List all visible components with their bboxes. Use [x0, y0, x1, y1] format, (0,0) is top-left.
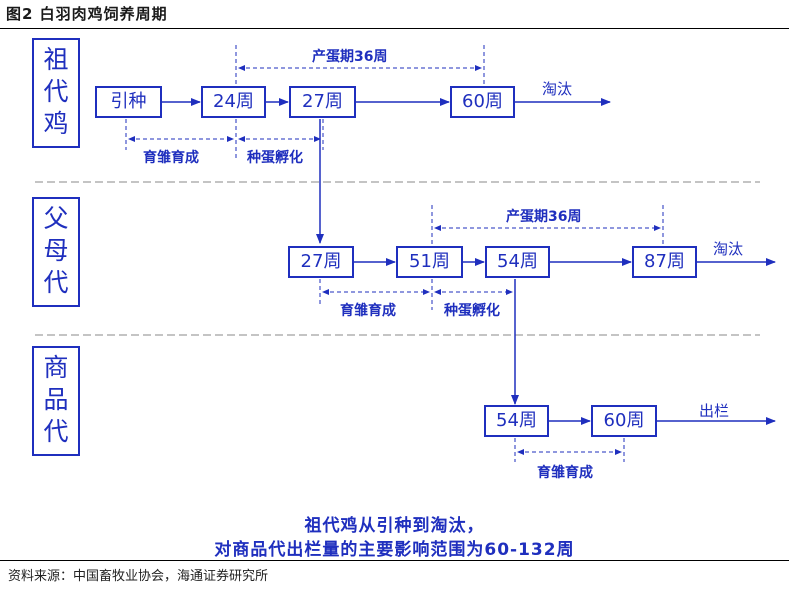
figure-title: 图2 白羽肉鸡饲养周期 — [6, 5, 168, 23]
generation-label-parent: 父 母 代 — [32, 197, 80, 307]
p-node-51w: 51周 — [396, 246, 463, 278]
conclusion-line-2: 对商品代出栏量的主要影响范围为60-132周 — [214, 540, 575, 560]
c-node-54w: 54周 — [484, 405, 549, 437]
gp-rearing-label: 育雏育成 — [143, 150, 199, 166]
p-rearing-label: 育雏育成 — [340, 303, 396, 319]
generation-label-commercial: 商 品 代 — [32, 346, 80, 456]
p-node-54w: 54周 — [485, 246, 550, 278]
gp-node-24w: 24周 — [201, 86, 266, 118]
source-note: 资料来源：中国畜牧业协会，海通证券研究所 — [8, 569, 269, 584]
p-laying-label: 产蛋期36周 — [506, 209, 582, 225]
p-node-87w: 87周 — [632, 246, 697, 278]
conclusion-line-1: 祖代鸡从引种到淘汰， — [304, 516, 485, 536]
c-tail-label: 出栏 — [699, 402, 730, 420]
gp-laying-label: 产蛋期36周 — [312, 49, 388, 65]
gp-node-27w: 27周 — [289, 86, 356, 118]
top-rule — [0, 28, 789, 29]
p-tail-label: 淘汰 — [713, 240, 744, 258]
c-rearing-label: 育雏育成 — [537, 465, 593, 481]
gp-hatching-label: 种蛋孵化 — [247, 150, 303, 166]
p-node-27w: 27周 — [288, 246, 354, 278]
p-hatching-label: 种蛋孵化 — [444, 303, 500, 319]
gp-tail-label: 淘汰 — [542, 80, 573, 98]
gp-node-intro: 引种 — [95, 86, 162, 118]
generation-label-grandparent: 祖 代 鸡 — [32, 38, 80, 148]
c-node-60w: 60周 — [591, 405, 657, 437]
bottom-rule — [0, 560, 789, 561]
gp-node-60w: 60周 — [450, 86, 515, 118]
